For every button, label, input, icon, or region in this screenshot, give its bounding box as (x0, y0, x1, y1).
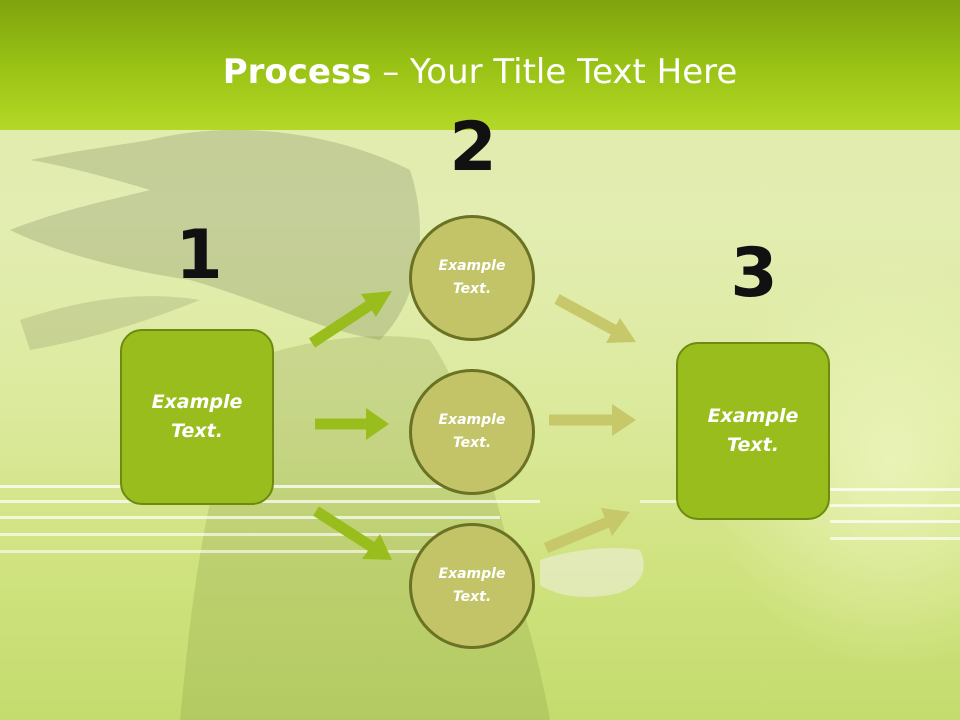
arrow-1-to-circle-bottom (313, 506, 392, 560)
title-rest: – Your Title Text Here (371, 52, 738, 92)
circle-top-text: Example Text. (438, 258, 506, 297)
circle-middle-text: Example Text. (438, 412, 506, 451)
step-number-3: 3 (730, 234, 778, 313)
title-bold: Process (222, 52, 372, 92)
step-2-circle-top[interactable]: Example Text. (409, 215, 535, 341)
step-1-box[interactable]: Example Text. (120, 329, 274, 505)
step-1-text: Example Text. (151, 391, 243, 442)
arrow-1-to-circle-top (308, 291, 392, 348)
slide-title: Process – Your Title Text Here (0, 52, 960, 92)
circle-bottom-text: Example Text. (438, 566, 506, 605)
step-number-1: 1 (175, 216, 223, 295)
step-3-text: Example Text. (707, 405, 799, 456)
step-2-circle-bottom[interactable]: Example Text. (409, 523, 535, 649)
step-3-box[interactable]: Example Text. (676, 342, 830, 520)
arrow-circle-top-to-3 (554, 294, 636, 343)
step-number-2: 2 (449, 108, 497, 187)
arrow-circle-bottom-to-3 (543, 508, 630, 554)
title-bar (0, 0, 960, 130)
arrow-circle-middle-to-3 (549, 404, 636, 436)
step-2-circle-middle[interactable]: Example Text. (409, 369, 535, 495)
arrow-1-to-circle-middle (315, 408, 389, 440)
